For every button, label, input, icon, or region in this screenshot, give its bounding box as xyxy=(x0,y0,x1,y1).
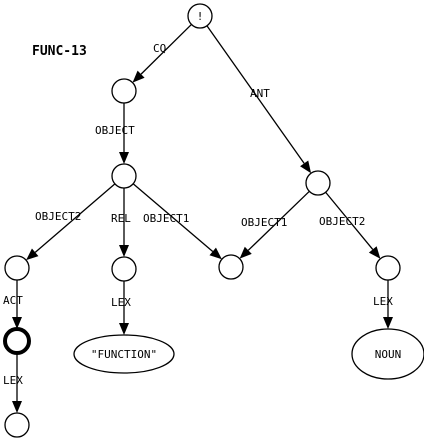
arrowhead-noun-nounlex xyxy=(383,317,393,329)
arrowhead-actbold-leaf xyxy=(12,401,22,413)
node-ant xyxy=(305,170,331,196)
node-root xyxy=(187,3,213,29)
arrowhead-obj-act xyxy=(26,248,39,261)
arrowhead-ant-shared xyxy=(239,246,252,259)
edge-labels-layer: CQ ANT OBJECT OBJECT2 REL OBJECT1 OBJECT1 OBJEC… xyxy=(3,42,393,387)
edge-root-cq xyxy=(140,23,192,75)
edge-obj-act xyxy=(34,183,116,253)
edge-label-lex: LEX xyxy=(3,374,23,387)
arrowhead-root-cq xyxy=(132,70,145,83)
node-funclex xyxy=(73,334,175,374)
node-leaf xyxy=(4,412,30,438)
arrowhead-obj-rel xyxy=(119,245,129,257)
node-text-root: ! xyxy=(197,10,204,23)
edges-layer xyxy=(12,23,393,413)
edge-obj-shared xyxy=(132,183,214,252)
nodes-layer: ! "FUNCTION" NOUN xyxy=(3,3,424,438)
edge-label-object2: OBJECT2 xyxy=(35,210,81,223)
edge-root-ant xyxy=(206,25,305,164)
arrowhead-rel-funclex xyxy=(119,323,129,335)
diagram-title: FUNC-13 xyxy=(32,44,87,59)
node-actbold xyxy=(3,327,31,355)
edge-ant-shared xyxy=(247,190,310,251)
node-cq xyxy=(111,78,137,104)
node-text-nounlex: NOUN xyxy=(375,348,402,361)
arrowhead-obj-shared xyxy=(209,247,222,260)
edge-label-object2: OBJECT2 xyxy=(319,215,365,228)
edge-label-object1: OBJECT1 xyxy=(143,212,189,225)
node-noun xyxy=(375,255,401,281)
node-obj xyxy=(111,163,137,189)
arrowhead-cq-obj xyxy=(119,152,129,164)
edge-label-object1: OBJECT1 xyxy=(241,216,287,229)
edge-label-object: OBJECT xyxy=(95,124,135,137)
edge-label-ant: ANT xyxy=(250,87,270,100)
edge-label-rel: REL xyxy=(111,212,131,225)
node-text-funclex: "FUNCTION" xyxy=(91,348,157,361)
arrowhead-act-actbold xyxy=(12,317,22,329)
edge-label-lex: LEX xyxy=(111,296,131,309)
arrowhead-ant-noun xyxy=(368,246,381,259)
node-shared xyxy=(218,254,244,280)
edge-label-act: ACT xyxy=(3,294,23,307)
node-nounlex xyxy=(351,328,424,380)
edge-label-lex: LEX xyxy=(373,295,393,308)
arrowhead-root-ant xyxy=(300,160,312,174)
edge-label-cq: CQ xyxy=(153,42,166,55)
node-rel xyxy=(111,256,137,282)
edge-ant-noun xyxy=(325,191,374,250)
node-act xyxy=(4,255,30,281)
